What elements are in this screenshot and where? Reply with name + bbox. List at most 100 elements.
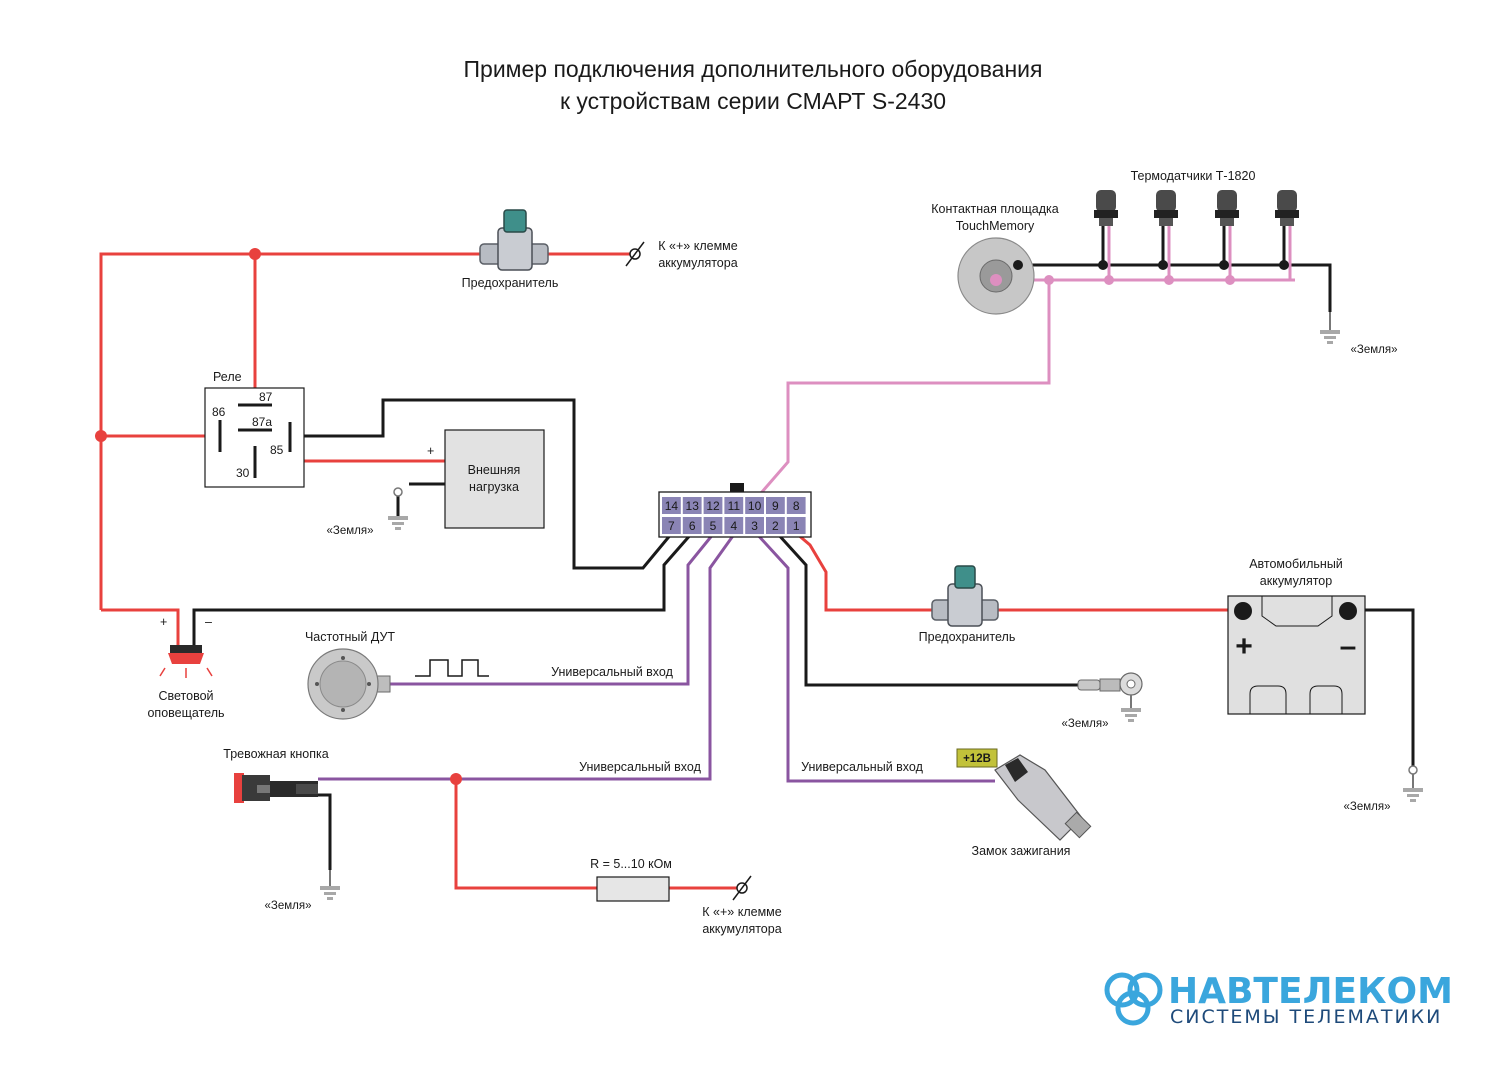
- junction-dot: [1279, 260, 1289, 270]
- ignition-tag: +12В: [963, 753, 991, 765]
- logo-main-text: НАВТЕЛЕКОМ: [1168, 971, 1453, 1012]
- connector-pin-number: 11: [728, 499, 741, 513]
- connector-pin-cell: [703, 497, 723, 514]
- load-plus: +: [427, 444, 434, 458]
- terminal-bottom: К «+» клемме аккумулятора: [702, 875, 782, 936]
- connector-pin-cell: [745, 497, 764, 514]
- connector-pin-number: 2: [772, 519, 779, 533]
- connector-pin-cell: [786, 497, 806, 514]
- load-label-line2: нагрузка: [469, 480, 519, 494]
- wire-thermo-ground: [1018, 263, 1332, 312]
- alarm-button: Тревожная кнопка Универсальный вход: [223, 747, 702, 803]
- junction-dot: [1098, 260, 1108, 270]
- touch-memory-line2: TouchMemory: [956, 219, 1035, 233]
- ground-pin2-label: «Земля»: [1062, 718, 1109, 730]
- wire-battery-minus: [1350, 608, 1415, 770]
- ground-thermo: «Земля»: [1320, 312, 1397, 356]
- terminal-bottom-line1: К «+» клемме: [702, 905, 781, 919]
- connector-pin-number: 1: [793, 519, 800, 533]
- junction-dot: [95, 430, 107, 442]
- relay-pin-87a: 87a: [252, 415, 272, 429]
- relay-pin-87: 87: [259, 390, 273, 404]
- ground-battery-label: «Земля»: [1344, 801, 1391, 813]
- wire-pin10-onewire: [753, 280, 1051, 501]
- ground-load: «Земля»: [327, 487, 408, 537]
- beacon-label-line1: Световой: [158, 689, 213, 703]
- ignition-input-label: Универсальный вход: [801, 760, 923, 774]
- fuse-bottom-label: Предохранитель: [919, 630, 1016, 644]
- fuse-top: Предохранитель: [462, 209, 558, 290]
- connector-pin-number: 12: [706, 499, 720, 513]
- alarm-button-label: Тревожная кнопка: [223, 747, 328, 761]
- connector-pin-cell: [703, 517, 723, 534]
- junction-dot: [1104, 275, 1114, 285]
- relay-label: Реле: [213, 370, 242, 384]
- thermo-sensors: Термодатчики Т-1820: [1094, 169, 1299, 226]
- ground-pin2: «Земля»: [1062, 672, 1143, 730]
- ground-battery: «Земля»: [1344, 765, 1423, 813]
- junction-dot: [249, 248, 261, 260]
- wire-pin3-ignition: [754, 531, 995, 783]
- junction-dot: [450, 773, 462, 785]
- junction-dot: [1219, 260, 1229, 270]
- connector-pin-cell: [724, 517, 744, 534]
- wire-pin6-beacon: [192, 532, 694, 645]
- connector-pin-cell: [786, 517, 806, 534]
- title-line-2: к устройствам серии СМАРТ S-2430: [560, 88, 946, 114]
- load-label-line1: Внешняя: [468, 463, 521, 477]
- input-wires: [318, 531, 995, 783]
- connector-pin-cell: [662, 497, 681, 514]
- thermo-sensor-icon: [1094, 190, 1118, 226]
- connector-pin-cell: [766, 517, 785, 534]
- fuel-input-label: Универсальный вход: [551, 665, 673, 679]
- thermo-sensor-icon: [1275, 190, 1299, 226]
- terminal-top-line2: аккумулятора: [658, 256, 737, 270]
- wire-pin7-relay30: [290, 398, 674, 570]
- pulse-signal-icon: [415, 659, 489, 677]
- fuel-sensor-label: Частотный ДУТ: [305, 630, 395, 644]
- connector-pin-cell: [745, 517, 764, 534]
- wire-resistor: [454, 779, 597, 890]
- power-wires: [99, 252, 1228, 890]
- wire-pin2-ground: [775, 531, 1080, 687]
- load-minus: –: [428, 476, 435, 490]
- beacon: + – Световой оповещатель: [147, 615, 224, 720]
- ground-alarm: «Земля»: [265, 870, 340, 912]
- connector-pin-number: 9: [772, 499, 779, 513]
- thermo-sensor-icon: [1154, 190, 1178, 226]
- connector-pin-number: 4: [730, 519, 737, 533]
- touch-memory: Контактная площадка TouchMemory: [931, 202, 1059, 315]
- wire-power-main: [99, 252, 498, 610]
- thermo-label: Термодатчики Т-1820: [1131, 169, 1256, 183]
- connector-pin-number: 13: [686, 499, 700, 513]
- relay: Реле 87 86 87a 85 30: [204, 370, 305, 488]
- junction-dot: [1164, 275, 1174, 285]
- ground-wires: [192, 225, 1415, 870]
- connector-pin-number: 6: [689, 519, 696, 533]
- navtelecom-logo: НАВТЕЛЕКОМ СИСТЕМЫ ТЕЛЕМАТИКИ: [1104, 971, 1453, 1028]
- beacon-label-line2: оповещатель: [147, 706, 224, 720]
- ignition-label: Замок зажигания: [972, 844, 1071, 858]
- terminal-top: К «+» клемме аккумулятора: [625, 239, 738, 270]
- connector-pin-cell: [662, 517, 681, 534]
- relay-pin-30: 30: [236, 466, 250, 480]
- connector-pin-number: 3: [751, 519, 758, 533]
- relay-pin-86: 86: [212, 405, 226, 419]
- terminal-top-line1: К «+» клемме: [658, 239, 737, 253]
- wire-pin5-fuel: [390, 532, 716, 686]
- terminal-bottom-line2: аккумулятора: [702, 922, 781, 936]
- junction-dot: [1044, 275, 1054, 285]
- alarm-input-label: Универсальный вход: [579, 760, 701, 774]
- ground-alarm-label: «Земля»: [265, 900, 312, 912]
- battery-label-line1: Автомобильный: [1249, 557, 1343, 571]
- logo-sub-text: СИСТЕМЫ ТЕЛЕМАТИКИ: [1170, 1006, 1442, 1028]
- connector-pin-number: 7: [668, 519, 675, 533]
- wire-alarm-ground: [318, 793, 332, 870]
- battery-minus: –: [1340, 630, 1357, 663]
- connector-pin-number: 10: [748, 499, 762, 513]
- resistor-label: R = 5...10 кОм: [590, 857, 672, 871]
